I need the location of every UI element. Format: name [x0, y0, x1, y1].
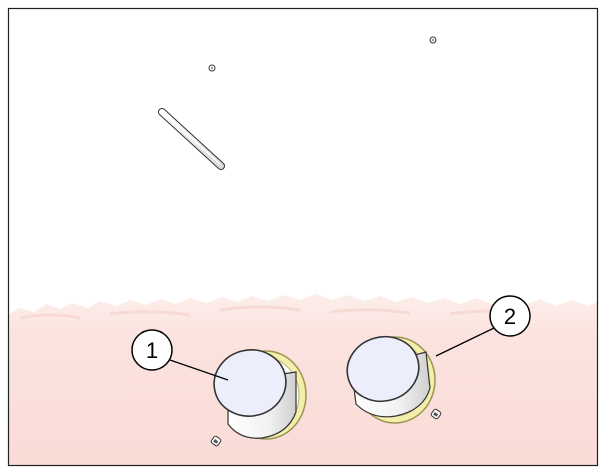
right-bushing [346, 335, 436, 424]
callout-1: 1 [131, 329, 229, 381]
callout-2-label: 2 [504, 304, 516, 329]
screw-bottom-left [210, 435, 222, 447]
callout-2-circle [489, 295, 531, 337]
figure-frame [7, 7, 599, 467]
callout-1-leader [169, 359, 229, 381]
right-bushing-face [346, 335, 420, 403]
callout-2: 2 [435, 295, 531, 357]
left-bushing [213, 349, 307, 440]
left-bushing-face [213, 349, 287, 417]
anchor-screw-top-right [429, 36, 437, 44]
tissue-texture [19, 305, 531, 320]
callout-1-circle [131, 329, 173, 371]
callout-1-label: 1 [146, 338, 158, 363]
anchor-screw-top-left [208, 64, 216, 72]
screw-bottom-right [430, 408, 442, 420]
callout-2-leader [435, 327, 495, 357]
guide-rod [158, 108, 225, 170]
